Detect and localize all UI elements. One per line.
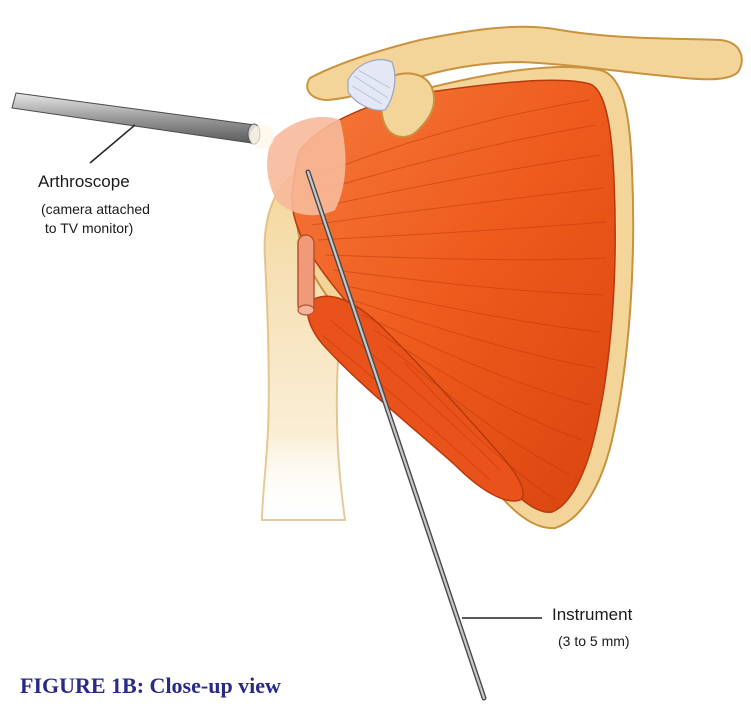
arthroscope-rod [12, 93, 274, 149]
tendon-insertion [267, 117, 345, 215]
figure-caption: FIGURE 1B: Close-up view [20, 673, 281, 699]
instrument-label: Instrument [552, 605, 632, 625]
arthroscope-label: Arthroscope [38, 172, 130, 192]
instrument-size-note: (3 to 5 mm) [558, 633, 630, 649]
arthroscope-leader-line [90, 125, 135, 163]
arthroscope-note-line1: (camera attached [41, 201, 150, 217]
biceps-tendon [298, 235, 314, 315]
arthroscope-note-line2: to TV monitor) [41, 220, 133, 236]
